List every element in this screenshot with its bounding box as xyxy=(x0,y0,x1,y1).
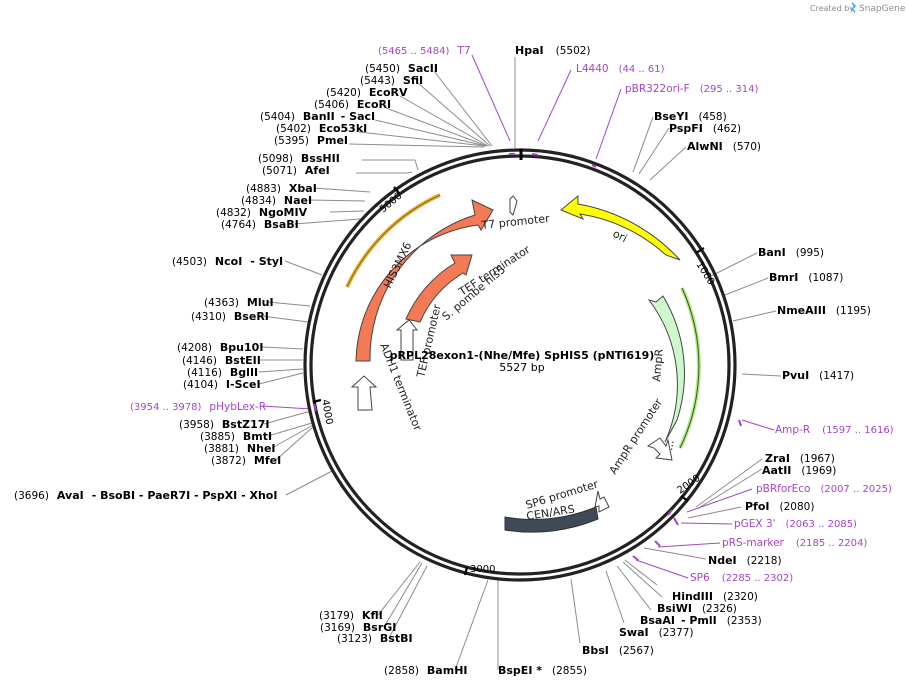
site-ecori: (5406)EcoRI xyxy=(314,98,391,111)
t7-promoter-arrow xyxy=(509,195,518,216)
site-ndei: NdeI(2218) xyxy=(708,554,782,567)
ampr-feature xyxy=(647,295,685,443)
site-ncoi: (4503)NcoI- StyI xyxy=(172,255,283,268)
site-swai: SwaI(2377) xyxy=(619,626,694,639)
site-ecorv: (5420)EcoRV xyxy=(326,86,408,99)
primer-amp-r: Amp-R(1597 .. 1616) xyxy=(775,424,894,436)
tef-promoter-arrow xyxy=(395,319,419,361)
brand-created-by: Created by xyxy=(810,4,854,13)
sp6-promoter-arrow xyxy=(594,490,610,513)
primer-leaders xyxy=(261,54,775,579)
primer-pbrforeco: pBRforEco(2007 .. 2025) xyxy=(756,483,892,495)
site-aatii: AatII(1969) xyxy=(762,464,836,477)
site-bmri: BmrI(1087) xyxy=(769,271,843,284)
scale-ticks xyxy=(312,186,705,576)
ampr-dots-label: ... xyxy=(662,439,677,452)
tick-label-4000: 4000 xyxy=(319,399,334,426)
his3mx6-highlight-core xyxy=(346,194,441,288)
site-avai: (3696)AvaI- BsoBI - PaeR7I - PspXI - Xho… xyxy=(14,489,277,502)
site-alwni: AlwNI(570) xyxy=(687,140,761,153)
site-bseyi: BseYI(458) xyxy=(654,110,727,123)
site-bsshii: (5098)BssHII xyxy=(258,152,340,165)
site-pfoi: PfoI(2080) xyxy=(745,500,814,513)
site-bsabi: (4764)BsaBI xyxy=(221,218,299,231)
brand-app: SnapGene xyxy=(859,4,906,14)
site-mfei: (3872)MfeI xyxy=(211,454,281,467)
adh1-terminator-arrow xyxy=(350,375,378,411)
primer-prs-marker: pRS-marker(2185 .. 2204) xyxy=(722,537,867,549)
plasmid-name: pRPL28exon1-(Nhe/Mfe) SpHIS5 (pNTI619) xyxy=(390,349,655,362)
site-bsrgi: (3169)BsrGI xyxy=(320,621,396,634)
tick-label-2000: 2000 xyxy=(675,473,702,497)
site-bsaai: BsaAI- PmlI(2353) xyxy=(640,614,762,627)
site-pspfi: PspFI(462) xyxy=(669,122,741,135)
site-zrai: ZraI(1967) xyxy=(765,452,835,465)
ampr-highlight-core xyxy=(679,287,700,449)
site-bstz17i: (3958)BstZ17I xyxy=(179,418,270,431)
site-sacii: (5450)SacII xyxy=(365,62,438,75)
site-bani: BanI(995) xyxy=(758,246,824,259)
site-bbsi: BbsI(2567) xyxy=(582,644,654,657)
site-mlui: (4363)MluI xyxy=(204,296,274,309)
primer-pgex3: pGEX 3'(2063 .. 2085) xyxy=(734,518,857,530)
site-nmeaiii: NmeAIII(1195) xyxy=(777,304,871,317)
site-pvui: PvuI(1417) xyxy=(782,369,854,382)
site-iscei: (4104)I-SceI xyxy=(183,378,261,391)
site-kfli: (3179)KflI xyxy=(319,609,383,622)
primer-marks xyxy=(313,153,742,561)
site-bseri: (4310)BseRI xyxy=(191,310,269,323)
primer-pbr322ori-f: pBR322ori-F(295 .. 314) xyxy=(625,83,758,95)
site-bglii: (4116)BglII xyxy=(187,366,258,379)
site-hpai: HpaI(5502) xyxy=(515,44,591,57)
site-bmti: (3885)BmtI xyxy=(200,430,272,443)
cen-ars-feature xyxy=(504,506,599,533)
site-bspei: BspEI *(2855) xyxy=(498,664,587,677)
primer-sp6: SP6(2285 .. 2302) xyxy=(690,572,793,584)
site-naei: (4834)NaeI xyxy=(241,194,312,207)
ori-label: ori xyxy=(611,227,630,245)
site-eco53ki: (5402)Eco53kI xyxy=(276,122,367,135)
site-banii: (5404)BanII- SacI xyxy=(260,110,375,123)
leader-lines xyxy=(258,57,782,671)
site-xbai: (4883)XbaI xyxy=(246,182,317,195)
ampr-promoter-label: AmpR promoter xyxy=(607,396,666,477)
his3mx6-feature xyxy=(355,199,494,362)
primer-t7: (5465 .. 5484)T7 xyxy=(378,45,471,57)
snapgene-brand: Created by SnapGene xyxy=(810,2,906,14)
primer-phyblex-r: (3954 .. 3978)pHybLex-R xyxy=(130,401,266,413)
site-bpu10i: (4208)Bpu10I xyxy=(177,341,263,354)
his3mx6-label: HIS3MX6 xyxy=(381,240,414,290)
his5-feature xyxy=(405,254,473,323)
site-pmei: (5395)PmeI xyxy=(274,134,348,147)
ori-feature xyxy=(560,194,681,261)
tick-label-3000: 3000 xyxy=(470,564,495,575)
site-bstbi: (3123)BstBI xyxy=(337,632,413,645)
site-sfii: (5443)SfiI xyxy=(360,74,423,87)
site-afei: (5071)AfeI xyxy=(262,164,330,177)
site-hindiii: HindIII(2320) xyxy=(672,590,758,603)
ampr-promoter-arrow xyxy=(646,437,673,461)
site-ngomiv: (4832)NgoMIV xyxy=(216,206,308,219)
primer-l4440: L4440(44 .. 61) xyxy=(576,63,665,75)
site-bsteii: (4146)BstEII xyxy=(182,354,261,367)
site-nhei: (3881)NheI xyxy=(204,442,276,455)
snapgene-logo-icon xyxy=(850,2,857,13)
site-bsiwi: BsiWI(2326) xyxy=(657,602,737,615)
ampr-label: AmpR xyxy=(650,348,666,382)
site-bamhi: (2858)BamHI xyxy=(384,664,468,677)
plasmid-length: 5527 bp xyxy=(499,361,544,374)
